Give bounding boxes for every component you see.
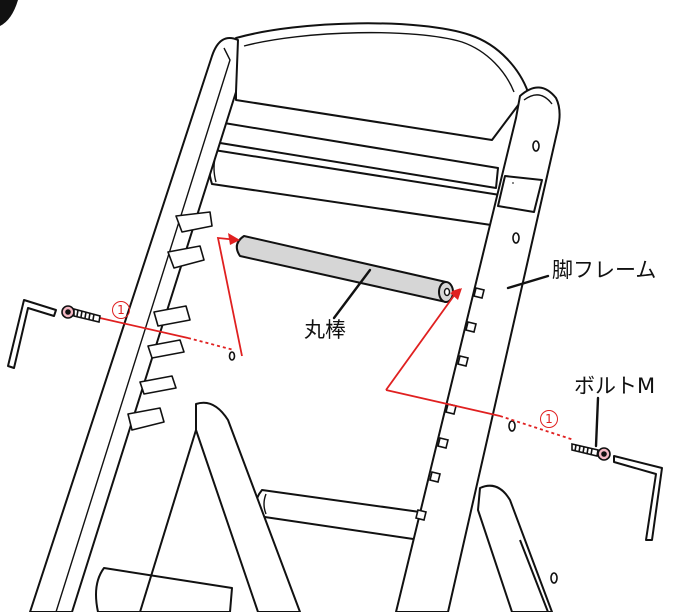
- guide-arrowheads: [228, 233, 462, 300]
- right-hex-key: [613, 455, 663, 541]
- step-number-right: 1: [540, 410, 558, 428]
- right-bolt: [571, 442, 611, 461]
- step-badge: [0, 0, 18, 26]
- back-panel: [235, 22, 529, 141]
- leader-lines: [332, 268, 600, 448]
- right-leg-notches: [415, 287, 485, 521]
- bolt-label: ボルトM: [574, 374, 656, 398]
- left-bolt: [61, 305, 101, 323]
- bolt-holes: [228, 140, 558, 584]
- left-hex-key: [7, 299, 57, 369]
- round-bar-label: 丸棒: [304, 318, 346, 342]
- round-bar: [235, 235, 454, 303]
- step-number-left: 1: [112, 301, 130, 319]
- left-leg-brackets: [127, 211, 213, 431]
- planks: [95, 121, 501, 613]
- leg-frame-label: 脚フレーム: [552, 258, 657, 282]
